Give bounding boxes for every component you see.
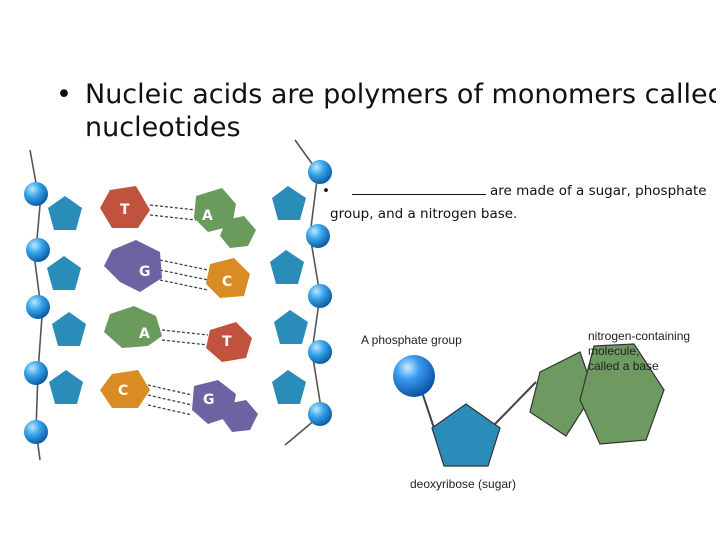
phosphate-label: A phosphate group [361,333,462,347]
sugar-shape [48,196,82,230]
right-sugars [270,186,308,404]
left-sugars [47,196,86,404]
base-label-line-3: called a base [588,359,659,373]
base-label-line-2: molecule, [588,344,640,358]
phosphate-ball [24,420,48,444]
title-line-1: Nucleic acids are polymers of monomers c… [85,79,716,110]
base-T-right [206,322,252,362]
base-G [104,240,162,292]
phosphate-ball [26,295,50,319]
deoxyribose-sugar [431,403,501,467]
sugar-shape [49,370,83,404]
letter-G-right: G [203,392,215,408]
phosphate-ball [308,284,332,308]
fill-in-blank[interactable] [352,180,486,195]
letter-C-left: C [118,383,128,399]
letter-C: C [222,274,232,290]
phosphate-ball [306,224,330,248]
base-T [100,186,150,228]
title-bullet: • [56,79,72,110]
base-label-line-1: nitrogen-containing [588,329,691,343]
phosphate-ball [26,238,50,262]
base-pentagon [529,351,595,437]
sugar-shape [270,250,304,284]
hydrogen-bonds [147,204,209,416]
phosphate-ball [308,402,332,426]
point-line-1-text: are made of a sugar, phosphate [490,183,707,199]
phosphate-group-ball [393,355,435,397]
base-A [104,306,162,348]
slide-title: • Nucleic acids are polymers of monomers… [56,78,716,140]
bullet-point: • are made of a sugar, phosphate group, … [322,180,720,226]
title-line-2: nucleotides [85,112,241,140]
sugar-shape [272,370,306,404]
letter-T: T [120,202,130,218]
point-bullet: • [322,183,330,199]
base-A-right-ring [220,216,256,248]
base-hexagon [579,343,665,445]
sugar-label: deoxyribose (sugar) [410,477,517,491]
left-phosphates [24,182,50,444]
base-G-right-ring [222,400,258,432]
base-label: nitrogen-containing molecule, called a b… [588,329,690,374]
sugar-shape [274,310,308,344]
base-C-right [206,258,250,298]
base-C [100,370,150,408]
letter-G: G [139,264,151,280]
point-line-2: group, and a nitrogen base. [330,206,518,222]
letter-A: A [202,208,213,224]
phosphate-ball [24,182,48,206]
right-phosphates [306,160,332,426]
phosphate-ball [24,361,48,385]
base-A-right [194,188,236,232]
phosphate-ball [308,160,332,184]
sugar-base-bond [493,381,537,426]
letter-A-left: A [139,326,150,342]
sugar-shape [52,312,86,346]
letter-T-right: T [222,334,232,350]
point-line-1: are made of a sugar, phosphate [352,180,720,203]
phosphate-ball [308,340,332,364]
sugar-shape [272,186,306,220]
sugar-shape [47,256,81,290]
